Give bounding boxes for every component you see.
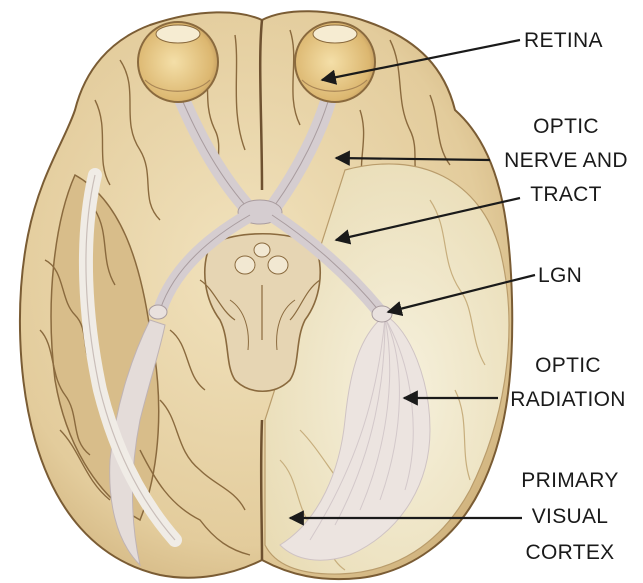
label-primary-visual-line1: PRIMARY bbox=[521, 470, 618, 491]
label-optic-radiation-line2: RADIATION bbox=[510, 389, 625, 410]
label-primary-visual-line2: VISUAL bbox=[532, 506, 609, 527]
label-optic-radiation-line1: OPTIC bbox=[535, 355, 601, 376]
right-eye bbox=[295, 22, 375, 102]
label-optic-nerve-line3: TRACT bbox=[530, 184, 602, 205]
left-lgn bbox=[149, 305, 167, 319]
left-eye bbox=[138, 22, 218, 102]
label-primary-visual-line3: CORTEX bbox=[526, 542, 615, 563]
label-retina: RETINA bbox=[524, 30, 603, 51]
label-optic-nerve-line2: NERVE AND bbox=[504, 150, 628, 171]
label-lgn: LGN bbox=[538, 265, 582, 286]
label-optic-nerve-line1: OPTIC bbox=[533, 116, 599, 137]
right-lgn bbox=[372, 306, 392, 322]
